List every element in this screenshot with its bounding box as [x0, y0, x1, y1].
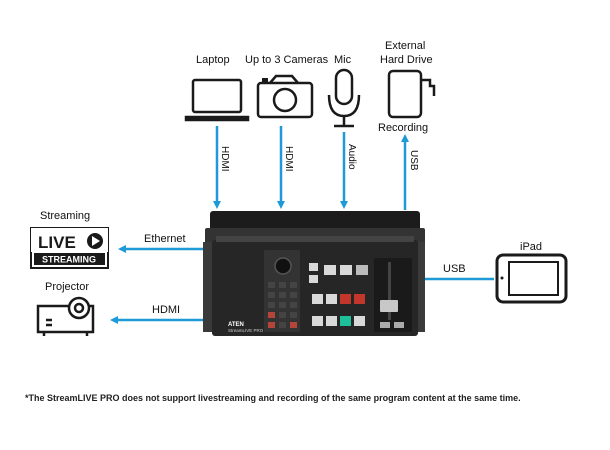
- footnote: *The StreamLIVE PRO does not support liv…: [25, 393, 521, 403]
- laptop-icon: [184, 78, 250, 122]
- streaming-word: STREAMING: [42, 255, 96, 265]
- cameras-label: Up to 3 Cameras: [245, 54, 329, 66]
- live-streaming-badge: LIVE STREAMING: [30, 227, 109, 269]
- ipad-label: iPad: [520, 241, 543, 253]
- streaming-link-label: Ethernet: [144, 233, 186, 245]
- mic-link-label: Audio: [346, 144, 357, 170]
- mic-icon: [327, 68, 361, 128]
- laptop-label: Laptop: [196, 54, 230, 66]
- ipad-link-label: USB: [443, 263, 466, 275]
- live-word: LIVE: [38, 233, 76, 252]
- streamlive-device: ATEN StreamLIVE PRO: [203, 211, 425, 336]
- laptop-link-label: HDMI: [219, 146, 230, 172]
- cameras-link-label: HDMI: [283, 146, 294, 172]
- recording-label: Recording: [378, 122, 429, 134]
- projector-link-label: HDMI: [152, 304, 181, 316]
- device-brand: ATEN: [228, 322, 244, 328]
- hdd-label-line2: Hard Drive: [380, 54, 433, 66]
- mic-label: Mic: [334, 54, 352, 66]
- projector-label: Projector: [45, 281, 90, 293]
- device-model: StreamLIVE PRO: [228, 328, 264, 333]
- streaming-label: Streaming: [40, 210, 91, 222]
- camera-icon: [256, 74, 314, 119]
- hard-drive-icon: [387, 69, 436, 119]
- ipad-icon: [495, 253, 568, 304]
- projector-icon: [36, 296, 95, 336]
- hdd-label-line1: External: [385, 40, 426, 52]
- hdd-link-label: USB: [408, 150, 419, 171]
